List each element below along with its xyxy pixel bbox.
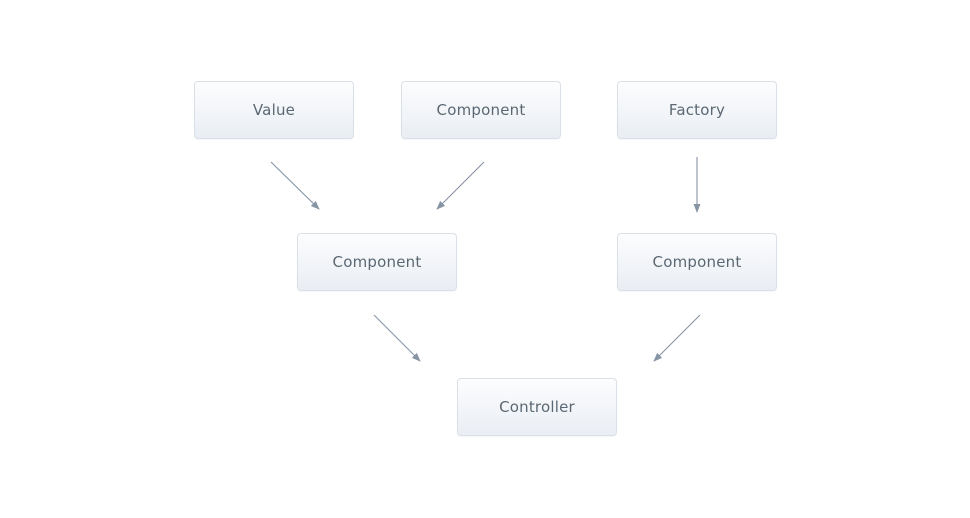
- edge-component-mid-right-to-controller: [653, 314, 701, 362]
- node-label-component-top: Component: [436, 100, 526, 119]
- node-label-component-mid-right: Component: [652, 252, 742, 271]
- edge-component-top-to-component-mid-left: [436, 161, 485, 210]
- node-component-mid-left: Component: [297, 233, 457, 291]
- edge-component-mid-left-to-controller: [373, 314, 421, 362]
- node-controller: Controller: [457, 378, 617, 436]
- node-component-top: Component: [401, 81, 561, 139]
- node-label-factory: Factory: [668, 100, 726, 119]
- edge-value-to-component-mid-left: [270, 161, 320, 210]
- node-label-component-mid-left: Component: [332, 252, 422, 271]
- node-factory: Factory: [617, 81, 777, 139]
- node-component-mid-right: Component: [617, 233, 777, 291]
- node-value: Value: [194, 81, 354, 139]
- node-label-value: Value: [252, 100, 296, 119]
- node-label-controller: Controller: [499, 397, 575, 416]
